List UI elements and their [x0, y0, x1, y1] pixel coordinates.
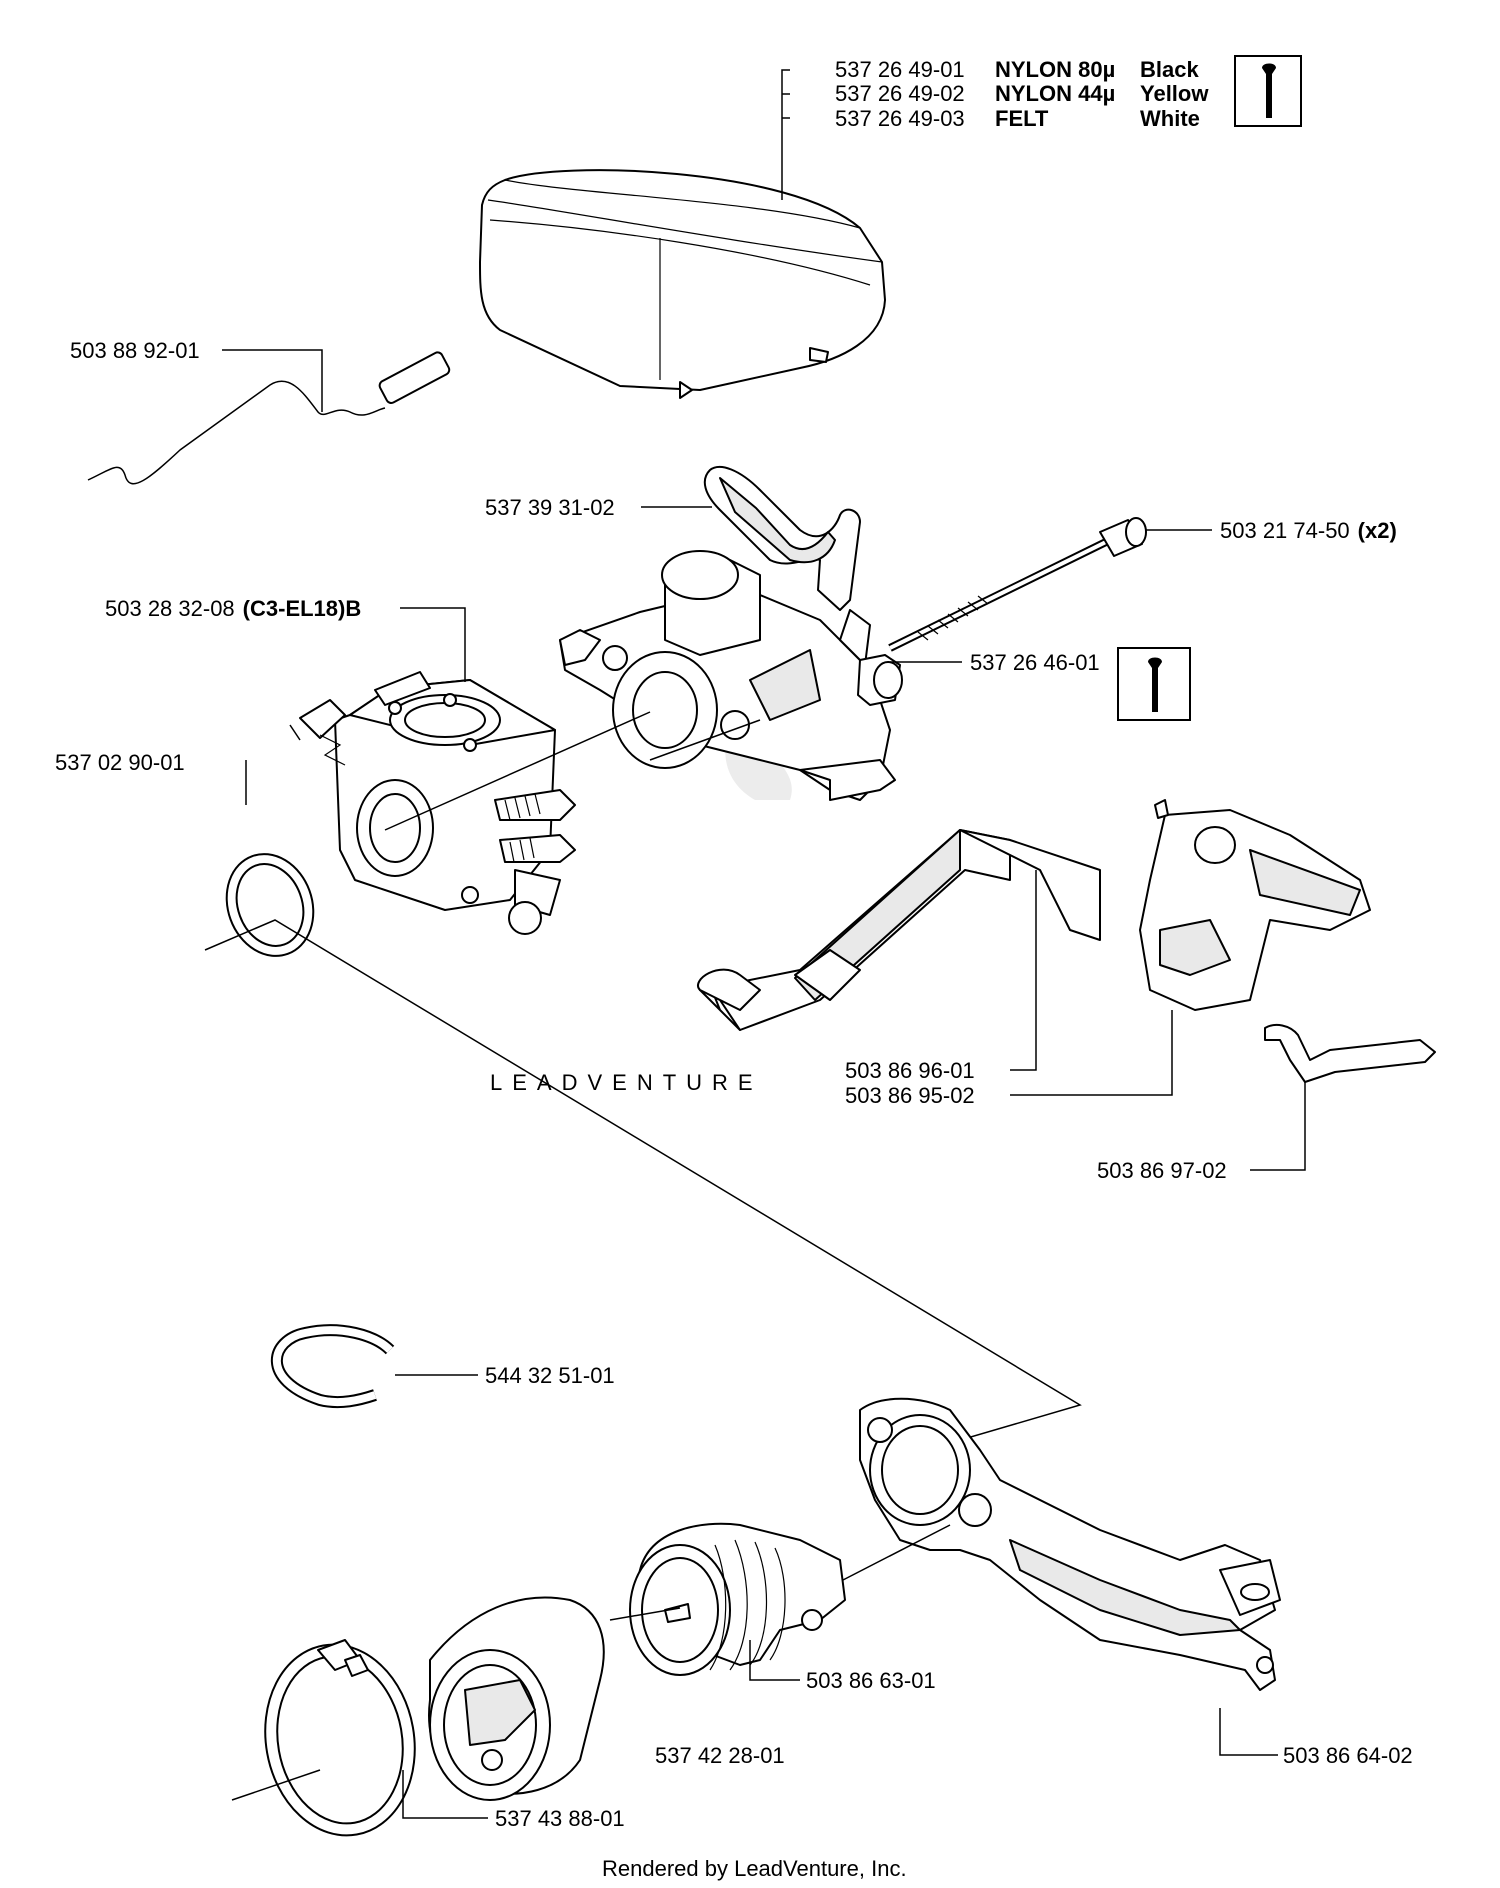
carburetor	[289, 671, 576, 935]
callout-wire: 503 88 92-01	[70, 338, 200, 363]
callout-circlip: 544 32 51-01	[485, 1363, 615, 1388]
circlip	[270, 1324, 395, 1409]
intake-boot	[629, 1522, 846, 1676]
callout-throttle-rod: 503 86 96-01	[845, 1058, 975, 1083]
choke-wire	[87, 351, 451, 485]
mount-arm	[859, 1397, 1281, 1691]
return-spring	[1264, 1023, 1436, 1083]
callout-flange: 537 42 28-01	[655, 1743, 785, 1768]
callout-ring: 537 02 90-01	[55, 750, 185, 775]
sleeve	[857, 654, 903, 706]
hose-clamp	[264, 1639, 416, 1837]
callout-bracket: 503 86 95-02	[845, 1083, 975, 1108]
bracket	[1139, 799, 1371, 1011]
callout-arm: 503 86 64-02	[1283, 1743, 1413, 1768]
callout-carb: 503 28 32-08(C3-EL18)B	[105, 596, 361, 621]
air-filter	[479, 169, 886, 399]
intake-ring	[225, 853, 315, 957]
callout-intake: 503 86 63-01	[806, 1668, 936, 1693]
tool-icon	[1234, 55, 1302, 127]
callout-sleeve: 537 26 46-01	[970, 650, 1100, 675]
throttle-rod	[697, 829, 1101, 1031]
callout-spring: 503 86 97-02	[1097, 1158, 1227, 1183]
watermark-text: LEADVENTURE	[490, 1070, 763, 1095]
flange-housing	[428, 1596, 605, 1801]
tool-icon	[1117, 647, 1191, 721]
manifold	[559, 550, 896, 801]
long-screw	[888, 517, 1147, 652]
callout-screw: 503 21 74-50(x2)	[1220, 518, 1397, 543]
callout-clamp: 537 43 88-01	[495, 1806, 625, 1831]
footer-credit: Rendered by LeadVenture, Inc.	[602, 1856, 907, 1881]
callout-holder: 537 39 31-02	[485, 495, 615, 520]
filter-holder	[703, 465, 861, 611]
